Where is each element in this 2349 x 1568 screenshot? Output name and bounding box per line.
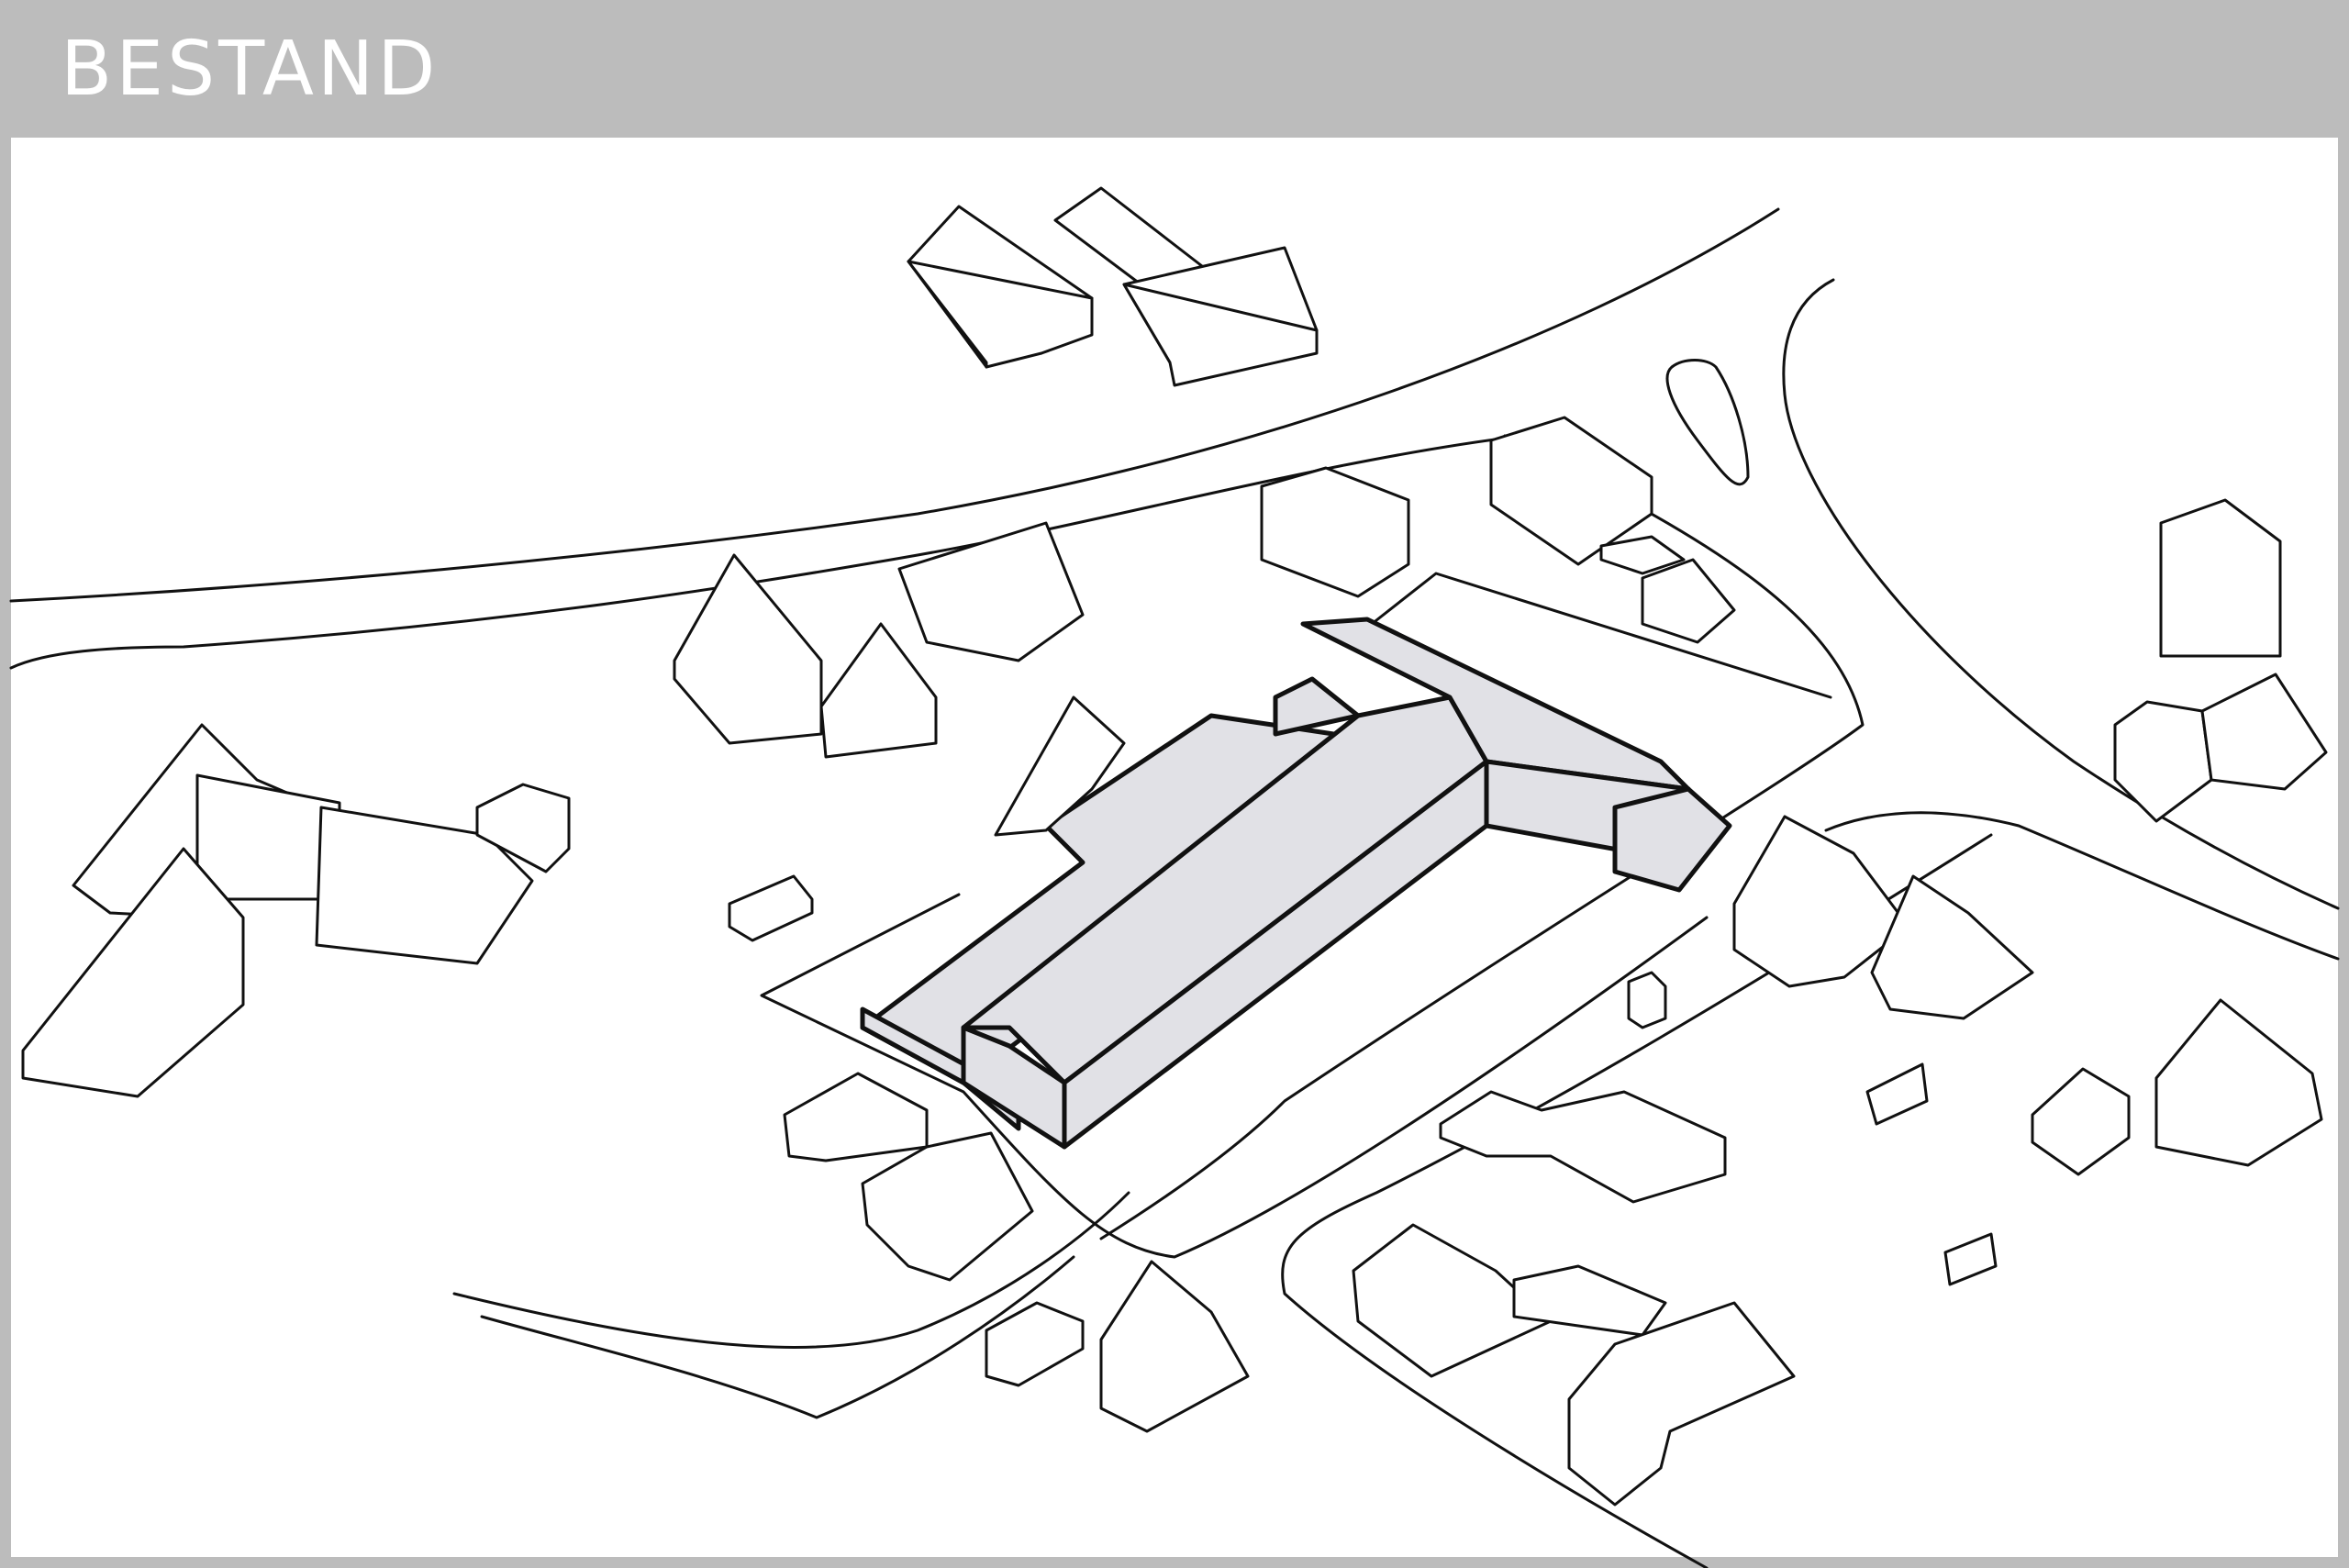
house-n7 [1641,558,1736,644]
house-n5 [1489,416,1653,566]
house-w7 [819,622,938,759]
house-e1 [1732,815,1910,988]
house-ne3 [2200,673,2328,791]
house-e3 [2031,1067,2131,1176]
shed-s1 [1627,971,1667,1029]
shed-s2 [1865,1062,1929,1126]
house-n1-wall [907,260,1094,369]
road-south-west-lower [480,1255,1075,1419]
shed-w1 [728,874,814,942]
north-wing-annex [1273,676,1361,737]
plot-boundary [760,893,1709,1259]
house-s8 [1567,1301,1796,1507]
house-w6 [673,553,823,745]
buildings-west [21,521,1126,1098]
house-s7 [1512,1264,1667,1337]
house-s1 [783,1072,929,1162]
house-w5 [21,847,245,1098]
house-e2 [1870,874,2034,1020]
road-north-upper-edge [9,207,1780,603]
road-south-east-edge [1099,434,1865,1240]
house-n3-wall [1122,283,1319,387]
road-south-west-upper [452,1191,1130,1349]
buildings-east [1732,815,2323,1176]
house-s5 [1439,1090,1727,1204]
house-e4 [2154,998,2323,1167]
title-bar: BESTAND [0,0,2349,138]
house-w4 [475,783,571,873]
house-s4 [1099,1260,1250,1433]
plot-boundary-north [1370,572,1832,699]
shed-s3 [1943,1232,1998,1286]
existing-building-complex [860,617,1732,1150]
island [1665,359,1750,486]
road-east-curve [1782,278,2340,910]
site-plan-drawing [9,186,2340,1568]
roads [9,207,2340,1568]
house-ne2 [2113,700,2213,823]
house-ne1 [2159,498,2282,658]
house-w8 [897,521,1085,662]
house-w3 [315,806,534,965]
north-wing-end [1612,786,1732,893]
diagram-title: BESTAND [61,26,440,113]
buildings-north [907,186,2328,823]
house-s3 [985,1301,1085,1387]
house-n4 [1260,466,1410,598]
buildings-south [783,971,1998,1507]
road-south-east-inner [1281,833,1993,1568]
house-s2 [861,1131,1034,1282]
road-east-branch [1824,811,2340,961]
house-w9 [994,695,1126,837]
house-n6 [1599,535,1686,575]
